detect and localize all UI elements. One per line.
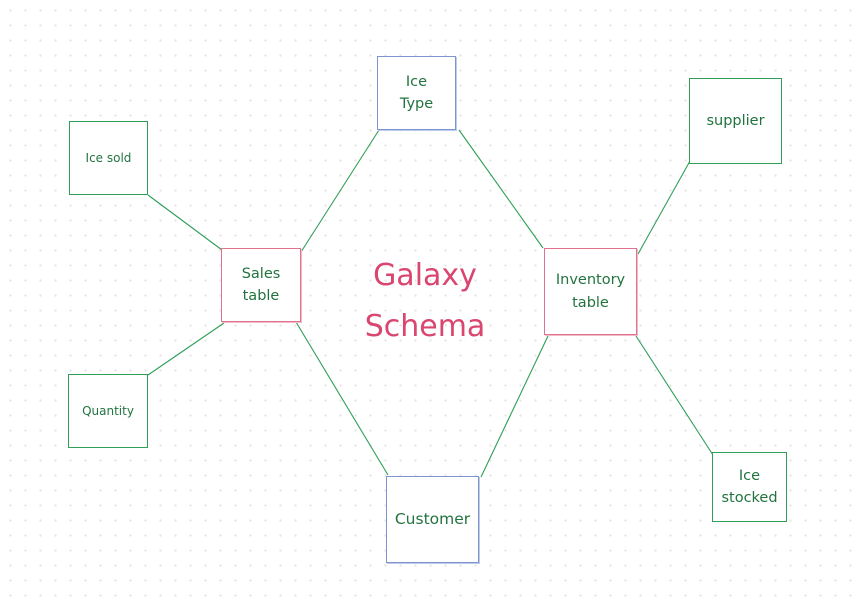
edge-inventory-ice-type — [458, 129, 544, 249]
edge-inventory-customer — [480, 335, 549, 478]
edge-sales-quantity — [147, 322, 225, 376]
edge-sales-ice-sold — [147, 194, 223, 251]
node-quantity[interactable]: Quantity — [68, 374, 148, 448]
edge-sales-ice-type — [300, 129, 380, 253]
node-customer[interactable]: Customer — [386, 476, 479, 563]
edge-sales-customer — [295, 321, 389, 476]
node-sales-table[interactable]: Sales table — [221, 248, 301, 322]
node-ice-type[interactable]: Ice Type — [377, 56, 456, 130]
node-supplier[interactable]: supplier — [689, 78, 782, 164]
edge-inventory-supplier — [637, 160, 691, 255]
node-ice-sold[interactable]: Ice sold — [69, 121, 148, 195]
edge-inventory-ice-stocked — [635, 335, 714, 456]
diagram-title: Galaxy Schema — [364, 258, 486, 344]
node-ice-stocked[interactable]: Ice stocked — [712, 452, 787, 522]
node-inventory-table[interactable]: Inventory table — [544, 248, 637, 335]
